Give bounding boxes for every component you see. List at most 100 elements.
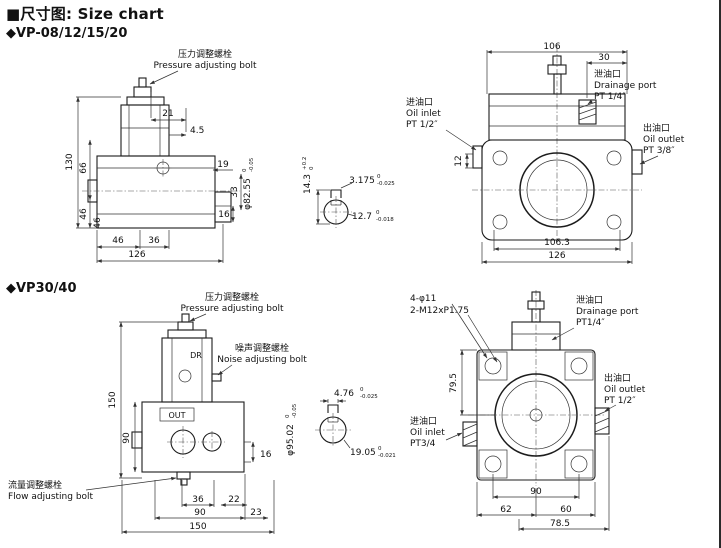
dim-66: 66: [79, 162, 89, 174]
pilot-dia-tol-up: 0: [242, 168, 248, 172]
outlet-label-en: Oil outlet: [604, 385, 646, 395]
mount-holes-label: 4-φ11: [410, 294, 436, 304]
vp08-side-labels: 压力调整螺栓 Pressure adjusting bolt: [149, 48, 257, 85]
outlet-fitting: [594, 407, 610, 435]
dim-46-left2: 46: [93, 217, 103, 229]
pressure-bolt-label-zh: 压力调整螺栓: [178, 48, 232, 60]
dim-150-bottom: 150: [189, 522, 206, 532]
inlet-port: [472, 145, 483, 169]
corner-pad: [478, 449, 508, 479]
vp30-side-labels: 压力调整螺栓 Pressure adjusting bolt 噪声调整螺栓 No…: [8, 291, 307, 502]
pressure-bolt-nut: [177, 321, 194, 331]
pilot-dia-tol-up: 0: [285, 414, 291, 418]
drain-label-en: Drainage port: [594, 81, 657, 91]
diamond-bullet-icon: ◆: [6, 281, 16, 296]
inlet-label-en: Oil inlet: [410, 428, 445, 438]
mount-hole: [570, 357, 588, 375]
drain-port-size: PT 1/4″: [594, 92, 626, 102]
dim-62: 62: [500, 505, 511, 515]
vp30-heading-text: VP30/40: [16, 281, 77, 296]
pilot-dia-value: φ82.55: [243, 178, 253, 210]
front-plate: [481, 139, 633, 241]
pressure-bolt-nut: [133, 86, 152, 98]
pump-main-body: [96, 155, 216, 229]
vp30-drawing: 压力调整螺栓 Pressure adjusting bolt 噪声调整螺栓 No…: [8, 290, 646, 534]
pressure-bolt-label-en: Pressure adjusting bolt: [154, 61, 257, 71]
outlet-port-size: PT 1/2″: [604, 396, 636, 406]
pilot-dia-value: φ95.02: [286, 424, 296, 456]
flow-bolt-nut: [176, 471, 191, 480]
mount-hole: [570, 455, 588, 473]
inlet-label-zh: 进油口: [406, 96, 433, 108]
mount-hole: [484, 357, 502, 375]
outlet-label-zh: 出油口: [604, 372, 631, 384]
outlet-label-zh: 出油口: [643, 122, 670, 134]
dr-label: DR: [190, 351, 202, 360]
pilot-dia-tol-dn: -0.05: [292, 403, 298, 418]
dim-30: 30: [598, 53, 610, 63]
pressure-bolt-label-en: Pressure adjusting bolt: [181, 304, 284, 314]
drain-label-zh: 泄油口: [594, 68, 621, 80]
rotor-circle-inner: [501, 380, 571, 450]
drain-port-size: PT1/4″: [576, 318, 605, 328]
dim-12: 12: [454, 155, 464, 166]
dim-14-3-value: 14.3: [303, 174, 313, 194]
outlet-port-size: PT 3/8″: [643, 146, 675, 156]
dim-60: 60: [560, 505, 572, 515]
dim-4-76-tol-dn: -0.025: [360, 394, 378, 400]
dim-pilot-dia: φ82.55 0 -0.05: [242, 157, 255, 210]
vp30-side-view: [131, 313, 245, 486]
corner-pad: [564, 449, 594, 479]
key-slot: [330, 189, 342, 198]
inlet-port-size: PT3/4: [410, 439, 436, 449]
dim-150-left: 150: [108, 391, 118, 408]
dim-3-175-tol-up: 0: [377, 174, 381, 180]
pressure-bolt-label-zh: 压力调整螺栓: [205, 291, 259, 303]
dim-90-left: 90: [122, 432, 132, 444]
dim-14-3-tol-dn: 0: [309, 166, 315, 170]
mount-hole: [606, 150, 622, 166]
mount-hole: [492, 214, 508, 230]
dim-16: 16: [260, 450, 272, 460]
dim-106-3: 106.3: [544, 238, 570, 248]
noise-bolt-label-en: Noise adjusting bolt: [217, 355, 307, 365]
vp08-front-labels: 泄油口 Drainage port PT 1/4″ 进油口 Oil inlet …: [406, 68, 685, 165]
pressure-bolt-stem: [181, 313, 190, 323]
dim-126: 126: [548, 251, 565, 261]
drain-label-en: Drainage port: [576, 307, 639, 317]
pump-cap: [126, 96, 165, 106]
section-heading-vp30: ◆VP30/40: [6, 281, 77, 296]
dim-14-3-tol-up: +0.2: [302, 157, 308, 170]
dim-4-5: 4.5: [190, 126, 204, 136]
dim-130: 130: [65, 153, 75, 170]
dim-19-05: 19.05: [350, 448, 376, 458]
vp30-side-dims: 150 90 16 φ95.02 0 -0.05 36 22 90 23 150: [108, 321, 298, 534]
page-title-text: 尺寸图: Size chart: [20, 5, 164, 23]
pressure-bolt-stem: [138, 77, 147, 88]
mount-hole: [492, 150, 508, 166]
vp08-shaft-detail: 14.3 +0.2 0 3.175 0 -0.025 12.7 0 -0.018: [302, 157, 395, 228]
dim-12-7-tol-dn: -0.018: [376, 217, 394, 223]
vp08-drawing: 压力调整螺栓 Pressure adjusting bolt 21 4.5 13…: [65, 42, 685, 264]
vp08-heading-text: VP-08/12/15/20: [16, 26, 128, 41]
dim-36: 36: [148, 236, 160, 246]
dim-14-3: 14.3 +0.2 0: [302, 157, 315, 194]
flow-bolt-label-en: Flow adjusting bolt: [8, 492, 94, 502]
dim-36: 36: [192, 495, 204, 505]
vp08-side-dims: 21 4.5 130 66 46 46 19 33 16 46 36 126 φ…: [65, 92, 255, 263]
dim-19: 19: [217, 160, 229, 170]
noise-bolt-label-zh: 噪声调整螺栓: [235, 342, 289, 354]
inlet-label-en: Oil inlet: [406, 109, 441, 119]
drain-label-zh: 泄油口: [576, 294, 603, 306]
key-slot: [327, 404, 339, 413]
section-heading-vp08: ◆VP-08/12/15/20: [6, 26, 127, 41]
dim-4-76-tol-up: 0: [360, 387, 364, 393]
body-bolt-hole: [178, 369, 192, 383]
dim-3-175-tol-dn: -0.025: [377, 181, 395, 187]
dim-23: 23: [250, 508, 261, 518]
dim-33: 33: [230, 186, 240, 197]
shaft-end: [131, 431, 143, 449]
outlet-port: [631, 149, 643, 175]
pilot-dia-tol-dn: -0.05: [249, 157, 255, 172]
vp08-front-dims: 106 30 12 106.3 126: [454, 42, 633, 264]
